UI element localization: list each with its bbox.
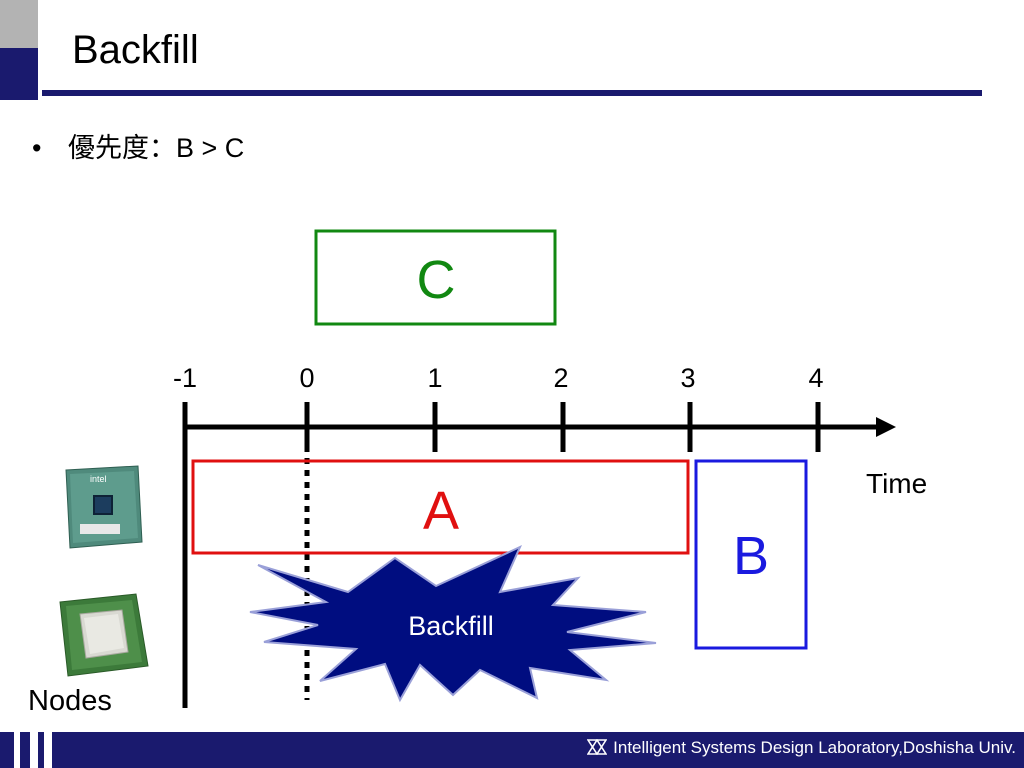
cpu-processor-icon — [59, 593, 149, 677]
job-a-box — [191, 459, 690, 555]
lab-logo-icon — [586, 738, 608, 756]
nodes-axis-label: Nodes — [28, 685, 112, 717]
job-c-box — [314, 229, 557, 326]
header-decoration — [0, 0, 982, 100]
job-a-label: A — [422, 481, 460, 541]
bullet-text: 優先度：B > C — [68, 133, 245, 163]
job-b-box — [694, 459, 808, 650]
tick-label: 3 — [680, 363, 696, 393]
tick-label: 4 — [808, 363, 824, 393]
tick-label: 2 — [553, 363, 569, 393]
bullet-glyph: • — [32, 133, 42, 163]
job-c-label: C — [416, 250, 456, 310]
footer-bar — [0, 732, 1024, 768]
footer-lab-name: Intelligent Systems Design Laboratory,Do… — [613, 738, 1016, 757]
time-axis-label: Time — [866, 468, 928, 499]
svg-text:intel: intel — [90, 474, 107, 484]
bullet-item: • 優先度：B > C — [32, 132, 244, 164]
tick-label: -1 — [172, 363, 198, 393]
job-b-label: B — [732, 526, 770, 586]
time-axis-arrowhead — [876, 417, 896, 437]
backfill-burst — [249, 544, 657, 703]
tick-label: 0 — [299, 363, 315, 393]
tick-label: 1 — [427, 363, 443, 393]
cpu-chip-icon: intel — [65, 465, 143, 549]
page-title: Backfill — [72, 28, 199, 72]
backfill-label: Backfill — [408, 611, 494, 641]
axis-ticks — [304, 402, 821, 452]
footer-text: Intelligent Systems Design Laboratory,Do… — [586, 738, 1016, 758]
